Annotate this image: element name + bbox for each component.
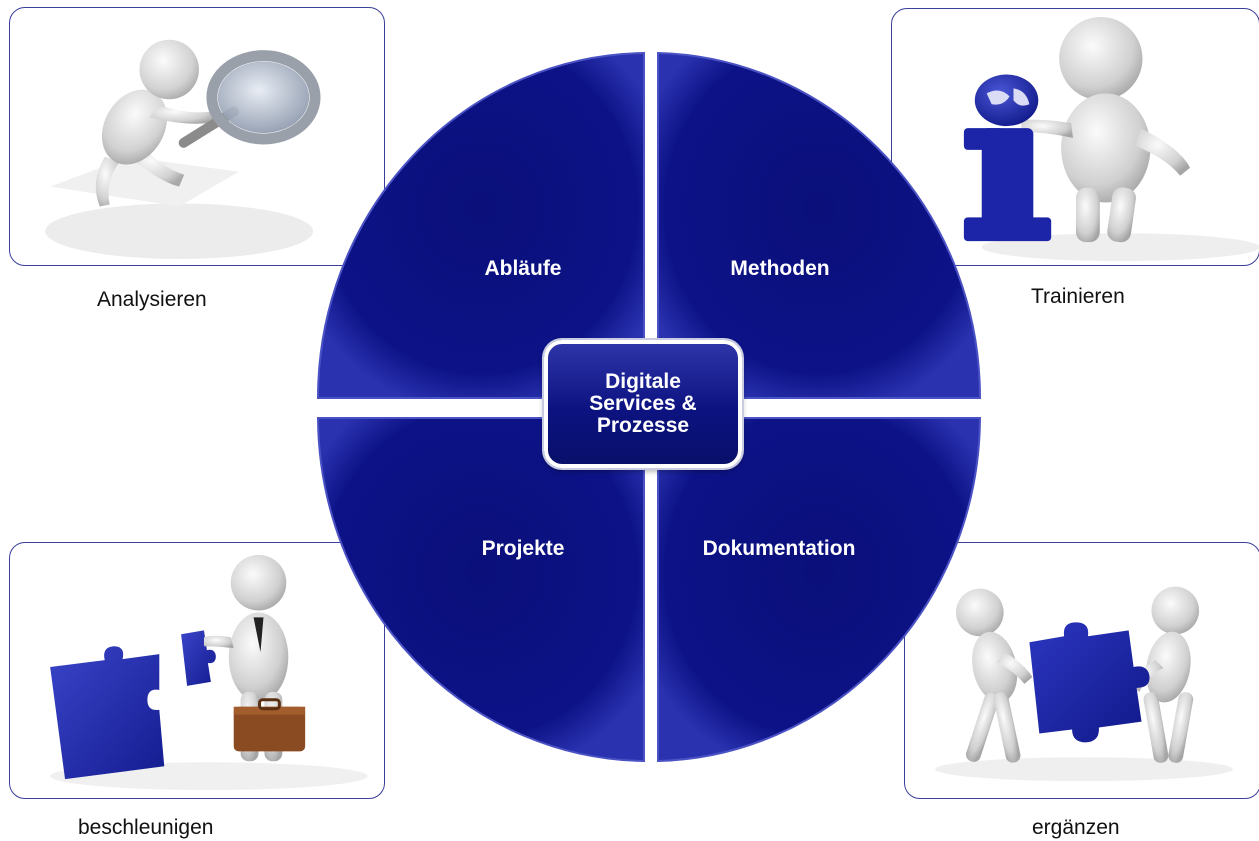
quadrant-label-top-left: Abläufe — [484, 257, 561, 280]
center-line-2: Services & — [589, 392, 697, 415]
quadrant-label-bottom-right: Dokumentation — [703, 537, 856, 560]
info-figure-icon — [963, 16, 1259, 262]
puzzle-carry-icon — [935, 586, 1233, 782]
train-card — [891, 8, 1259, 266]
caption-analyze: Analysieren — [97, 288, 207, 311]
quadrant-bottom-right[interactable] — [657, 417, 982, 763]
accelerate-card — [9, 542, 385, 799]
caption-train: Trainieren — [1031, 285, 1125, 308]
puzzle-businessman-icon — [50, 554, 368, 791]
center-line-3: Prozesse — [596, 414, 690, 437]
caption-accelerate: beschleunigen — [78, 816, 214, 839]
magnifier-figure-icon — [45, 39, 321, 260]
quadrant-label-bottom-left: Projekte — [482, 537, 565, 560]
center-hub[interactable]: Digitale Services & Prozesse — [544, 340, 742, 468]
quadrant-bottom-left[interactable] — [316, 417, 645, 763]
caption-complement: ergänzen — [1032, 816, 1120, 839]
center-line-1: Digitale — [605, 370, 681, 393]
quadrant-label-top-right: Methoden — [730, 257, 829, 280]
quadrant-top-right[interactable] — [657, 51, 982, 399]
quadrant-top-left[interactable] — [316, 51, 645, 399]
analyze-card — [9, 7, 385, 266]
complement-card — [904, 542, 1259, 799]
